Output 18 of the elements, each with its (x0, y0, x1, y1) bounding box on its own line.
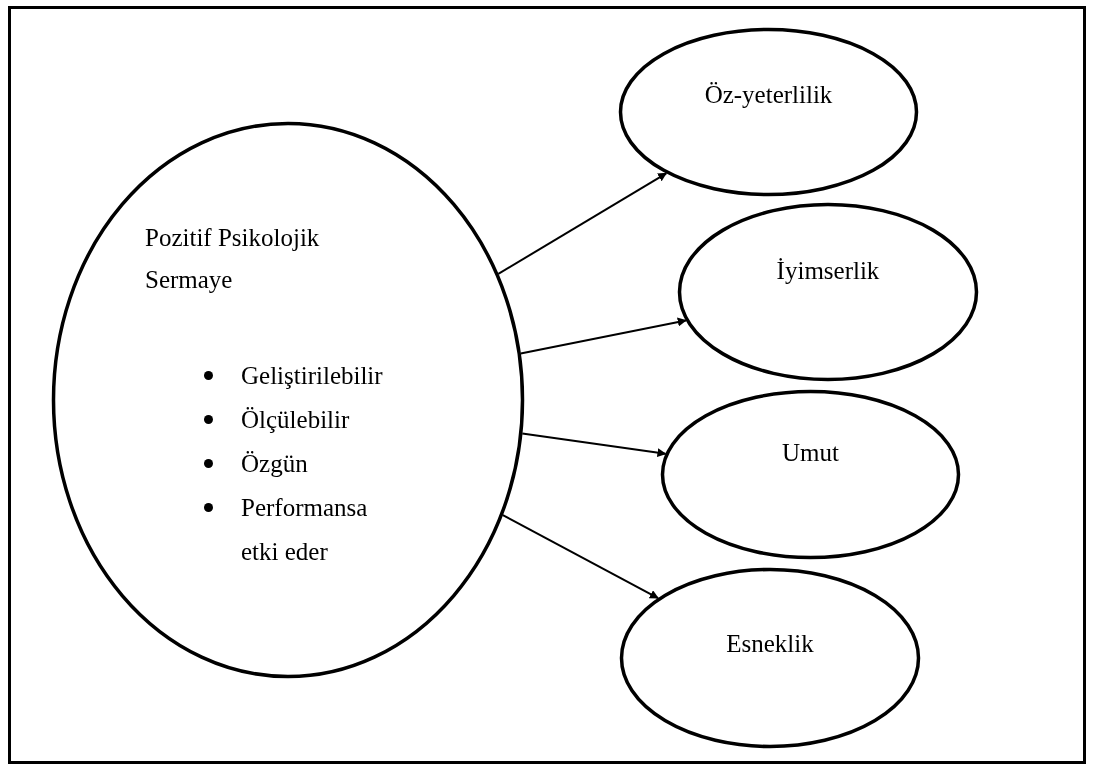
node-heading: Pozitif Psikolojik Sermaye (145, 223, 321, 295)
node-label: Esneklik (725, 629, 815, 659)
node-label: İyimserlik (775, 256, 881, 286)
arrow (521, 432, 667, 458)
bullet-item: Ölçülebilir (201, 398, 391, 442)
ellipse-node (620, 568, 920, 748)
ellipse-node (52, 122, 524, 678)
arrow (501, 514, 660, 600)
ellipse-node (678, 203, 978, 381)
arrow (497, 172, 668, 275)
bullet-item: Geliştirilebilir (201, 354, 391, 398)
node-label: Umut (781, 438, 840, 468)
node-label: Öz-yeterlilik (703, 80, 834, 110)
ellipse-node (619, 28, 918, 196)
bullet-item: Performansa etki eder (201, 486, 391, 574)
bullet-item: Özgün (201, 442, 391, 486)
arrow (519, 317, 687, 355)
ellipse-node (661, 390, 960, 559)
